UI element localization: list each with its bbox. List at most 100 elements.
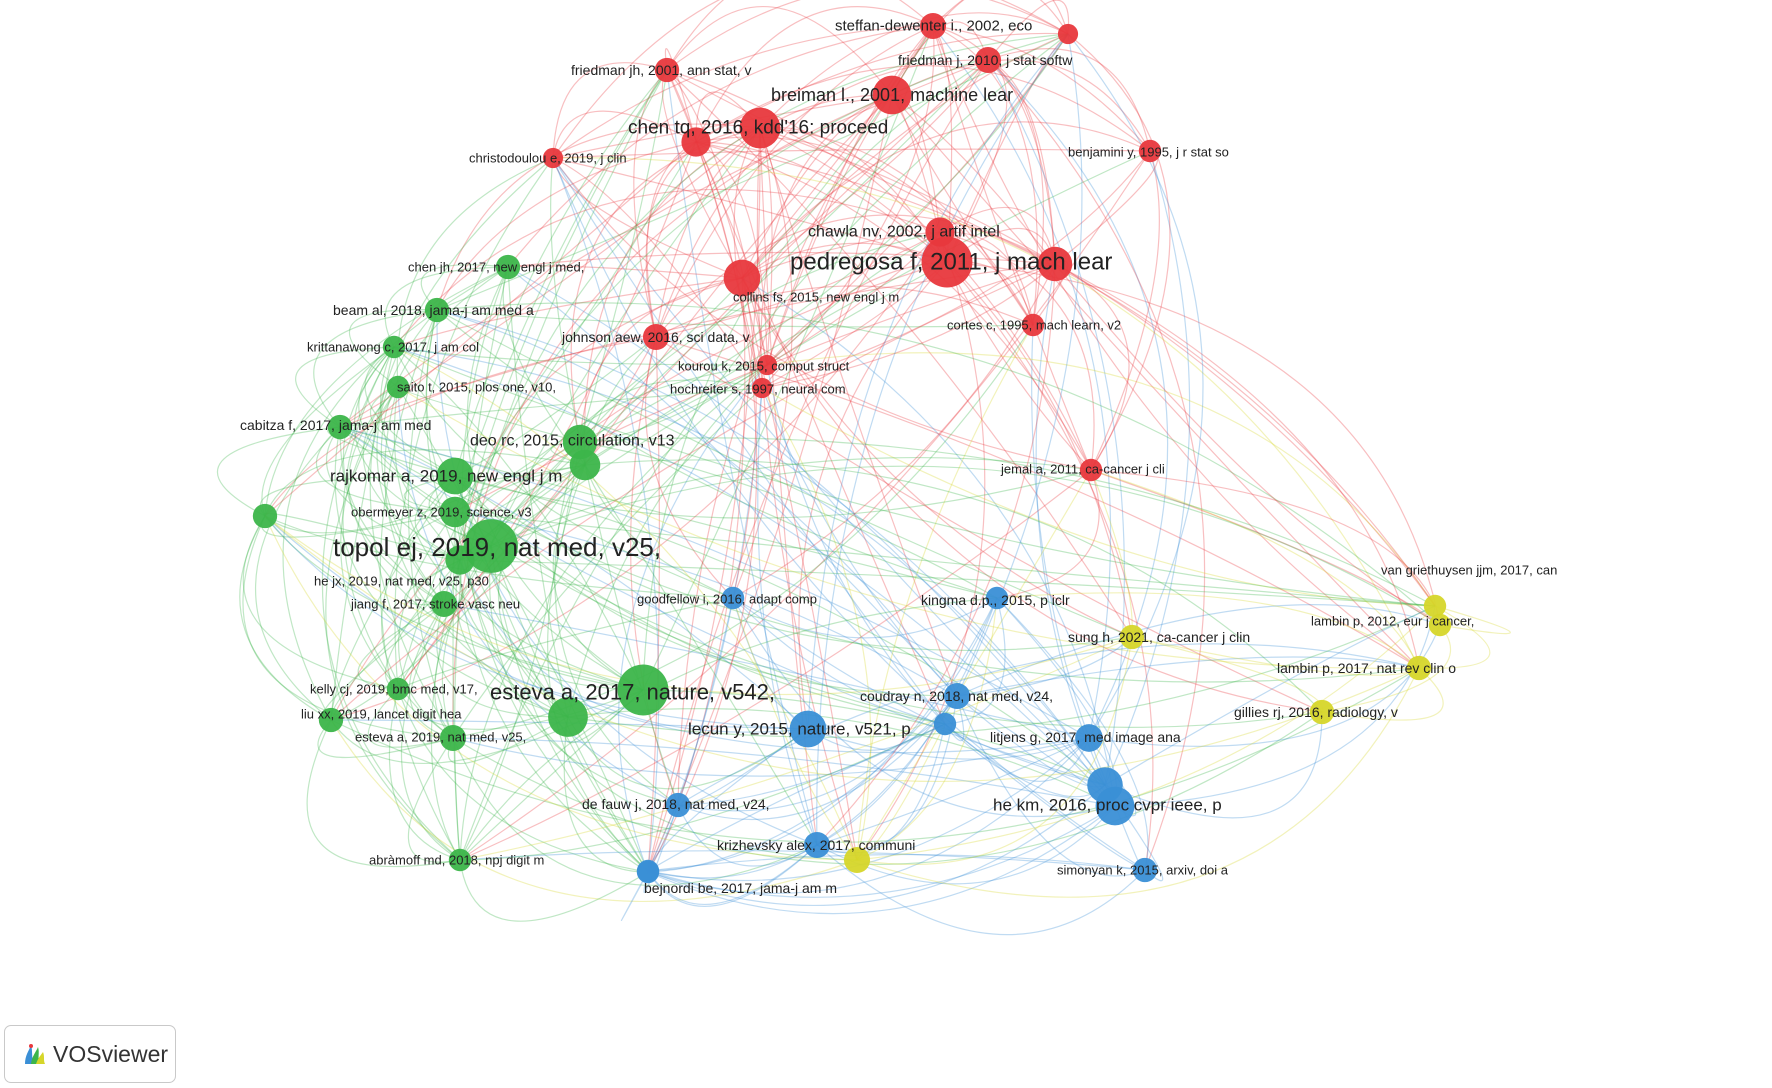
node-cabitza[interactable] (327, 414, 353, 440)
node-gillies[interactable] (1309, 699, 1335, 725)
label-collins[interactable]: collins fs, 2015, new engl j m (733, 290, 899, 305)
label-litjens[interactable]: litjens g, 2017, med image ana (990, 729, 1181, 745)
node-lambin2012[interactable] (1428, 613, 1452, 637)
node-benjamini[interactable] (1138, 139, 1162, 163)
node-chen_tq[interactable] (739, 107, 781, 149)
node-red_b[interactable] (681, 127, 711, 157)
node-rajkomar[interactable] (436, 457, 474, 495)
label-abramoff[interactable]: abràmoff md, 2018, npj digit m (369, 853, 544, 868)
label-van_griethuysen[interactable]: van griethuysen jjm, 2017, can (1381, 563, 1557, 578)
node-yellow_hub[interactable] (843, 846, 871, 874)
node-obermeyer[interactable] (439, 496, 471, 528)
node-liu_xx[interactable] (318, 707, 344, 733)
label-kelly[interactable]: kelly cj, 2019, bmc med, v17, (310, 682, 478, 697)
label-chen_tq[interactable]: chen tq, 2016, kdd'16: proceed (628, 118, 888, 139)
node-blue_b[interactable] (1087, 767, 1123, 803)
node-green_a[interactable] (252, 503, 278, 529)
label-simonyan[interactable]: simonyan k, 2015, arxiv, doi a (1057, 863, 1229, 878)
label-rajkomar[interactable]: rajkomar a, 2019, new engl j m (330, 467, 562, 486)
label-cortes[interactable]: cortes c, 1995, mach learn, v2 (947, 318, 1121, 333)
label-jiang[interactable]: jiang f, 2017, stroke vasc neu (350, 597, 520, 612)
label-liu_xx[interactable]: liu xx, 2019, lancet digit hea (301, 707, 462, 722)
label-johnson[interactable]: johnson aew, 2016, sci data, v (561, 329, 750, 345)
label-friedman_j[interactable]: friedman j, 2010, j stat softw (898, 52, 1073, 68)
node-litjens[interactable] (1075, 724, 1103, 752)
label-he_km[interactable]: he km, 2016, proc cvpr ieee, p (993, 796, 1222, 815)
label-benjamini[interactable]: benjamini y, 1995, j r stat so (1068, 145, 1229, 160)
label-saito[interactable]: saito t, 2015, plos one, v10, (397, 380, 556, 395)
label-deo[interactable]: deo rc, 2015, circulation, v13 (470, 433, 675, 450)
node-cortes[interactable] (1021, 313, 1045, 337)
node-saito[interactable] (386, 375, 410, 399)
node-esteva2019[interactable] (439, 724, 467, 752)
node-kingma[interactable] (985, 586, 1009, 610)
node-abramoff[interactable] (448, 848, 472, 872)
label-kourou[interactable]: kourou k, 2015, comput struct (678, 359, 850, 374)
node-friedman_jh[interactable] (654, 57, 680, 83)
label-jemal[interactable]: jemal a, 2011, ca-cancer j cli (1000, 462, 1165, 477)
node-friedman_j[interactable] (974, 46, 1002, 74)
node-krittanawong[interactable] (382, 335, 406, 359)
label-lecun[interactable]: lecun y, 2015, nature, v521, p (688, 720, 911, 739)
node-esteva2017[interactable] (617, 664, 669, 716)
label-obermeyer[interactable]: obermeyer z, 2019, science, v3 (351, 505, 532, 520)
node-johnson[interactable] (642, 323, 670, 351)
node-beam[interactable] (424, 297, 450, 323)
label-pedregosa[interactable]: pedregosa f, 2011, j mach lear (790, 249, 1112, 276)
node-blue_c[interactable] (636, 860, 660, 884)
label-chen_jh[interactable]: chen jh, 2017, new engl j med, (408, 260, 584, 275)
node-coudray[interactable] (943, 682, 971, 710)
label-chawla[interactable]: chawla nv, 2002, j artif intel (808, 224, 1000, 241)
node-lambin2017[interactable] (1406, 655, 1432, 681)
node-kourou[interactable] (756, 354, 778, 376)
label-lambin2012[interactable]: lambin p, 2012, eur j cancer, (1311, 614, 1474, 629)
node-jiang[interactable] (430, 590, 458, 618)
label-beam[interactable]: beam al, 2018, jama-j am med a (333, 302, 534, 318)
node-red_c[interactable] (1037, 246, 1073, 282)
label-christodoulou[interactable]: christodoulou e, 2019, j clin (469, 151, 627, 166)
node-pedregosa[interactable] (921, 236, 973, 288)
node-hochreiter[interactable] (751, 377, 773, 399)
node-he_jx[interactable] (445, 545, 475, 575)
node-lecun[interactable] (789, 710, 827, 748)
node-christodoulou[interactable] (542, 147, 564, 169)
node-red_a[interactable] (1057, 23, 1079, 45)
label-de_fauw[interactable]: de fauw j, 2018, nat med, v24, (582, 796, 770, 812)
node-chawla[interactable] (925, 217, 955, 247)
label-coudray[interactable]: coudray n, 2018, nat med, v24, (860, 688, 1053, 704)
label-friedman_jh[interactable]: friedman jh, 2001, ann stat, v (571, 62, 752, 78)
label-steffan[interactable]: steffan-dewenter i., 2002, eco (835, 18, 1032, 35)
node-simonyan[interactable] (1132, 857, 1158, 883)
node-kelly[interactable] (386, 677, 410, 701)
label-cabitza[interactable]: cabitza f, 2017, jama-j am med (240, 417, 431, 433)
node-de_fauw[interactable] (665, 792, 691, 818)
node-chen_jh[interactable] (495, 254, 521, 280)
node-krizhevsky[interactable] (803, 831, 831, 859)
node-topol[interactable] (464, 519, 518, 573)
node-sung[interactable] (1119, 624, 1145, 650)
node-blue_a[interactable] (933, 712, 957, 736)
vosviewer-logo-badge[interactable]: VOSviewer (4, 1025, 176, 1083)
label-gillies[interactable]: gillies rj, 2016, radiology, v (1234, 704, 1398, 720)
label-krittanawong[interactable]: krittanawong c, 2017, j am col (307, 340, 479, 355)
node-green_c[interactable] (548, 697, 588, 737)
node-collins[interactable] (723, 259, 761, 297)
label-topol[interactable]: topol ej, 2019, nat med, v25, (333, 532, 661, 562)
node-steffan[interactable] (919, 12, 947, 40)
label-lambin2017[interactable]: lambin p, 2017, nat rev clin o (1277, 660, 1456, 676)
label-krizhevsky[interactable]: krizhevsky alex, 2017, communi (717, 837, 915, 853)
node-breiman[interactable] (872, 75, 912, 115)
label-esteva2019[interactable]: esteva a, 2019, nat med, v25, (355, 730, 526, 745)
label-bejnordi[interactable]: bejnordi be, 2017, jama-j am m (644, 880, 837, 896)
label-hochreiter[interactable]: hochreiter s, 1997, neural com (670, 382, 846, 397)
label-esteva2017[interactable]: esteva a, 2017, nature, v542, (490, 680, 775, 705)
node-goodfellow[interactable] (721, 586, 745, 610)
label-he_jx[interactable]: he jx, 2019, nat med, v25, p30 (314, 574, 489, 589)
label-kingma[interactable]: kingma d.p., 2015, p iclr (921, 592, 1070, 608)
node-jemal[interactable] (1079, 458, 1103, 482)
label-goodfellow[interactable]: goodfellow i, 2016, adapt comp (637, 592, 817, 607)
label-breiman[interactable]: breiman l., 2001, machine lear (771, 85, 1013, 105)
label-sung[interactable]: sung h, 2021, ca-cancer j clin (1068, 629, 1250, 645)
node-green_b[interactable] (569, 449, 601, 481)
node-van_griethuysen[interactable] (1423, 594, 1447, 618)
